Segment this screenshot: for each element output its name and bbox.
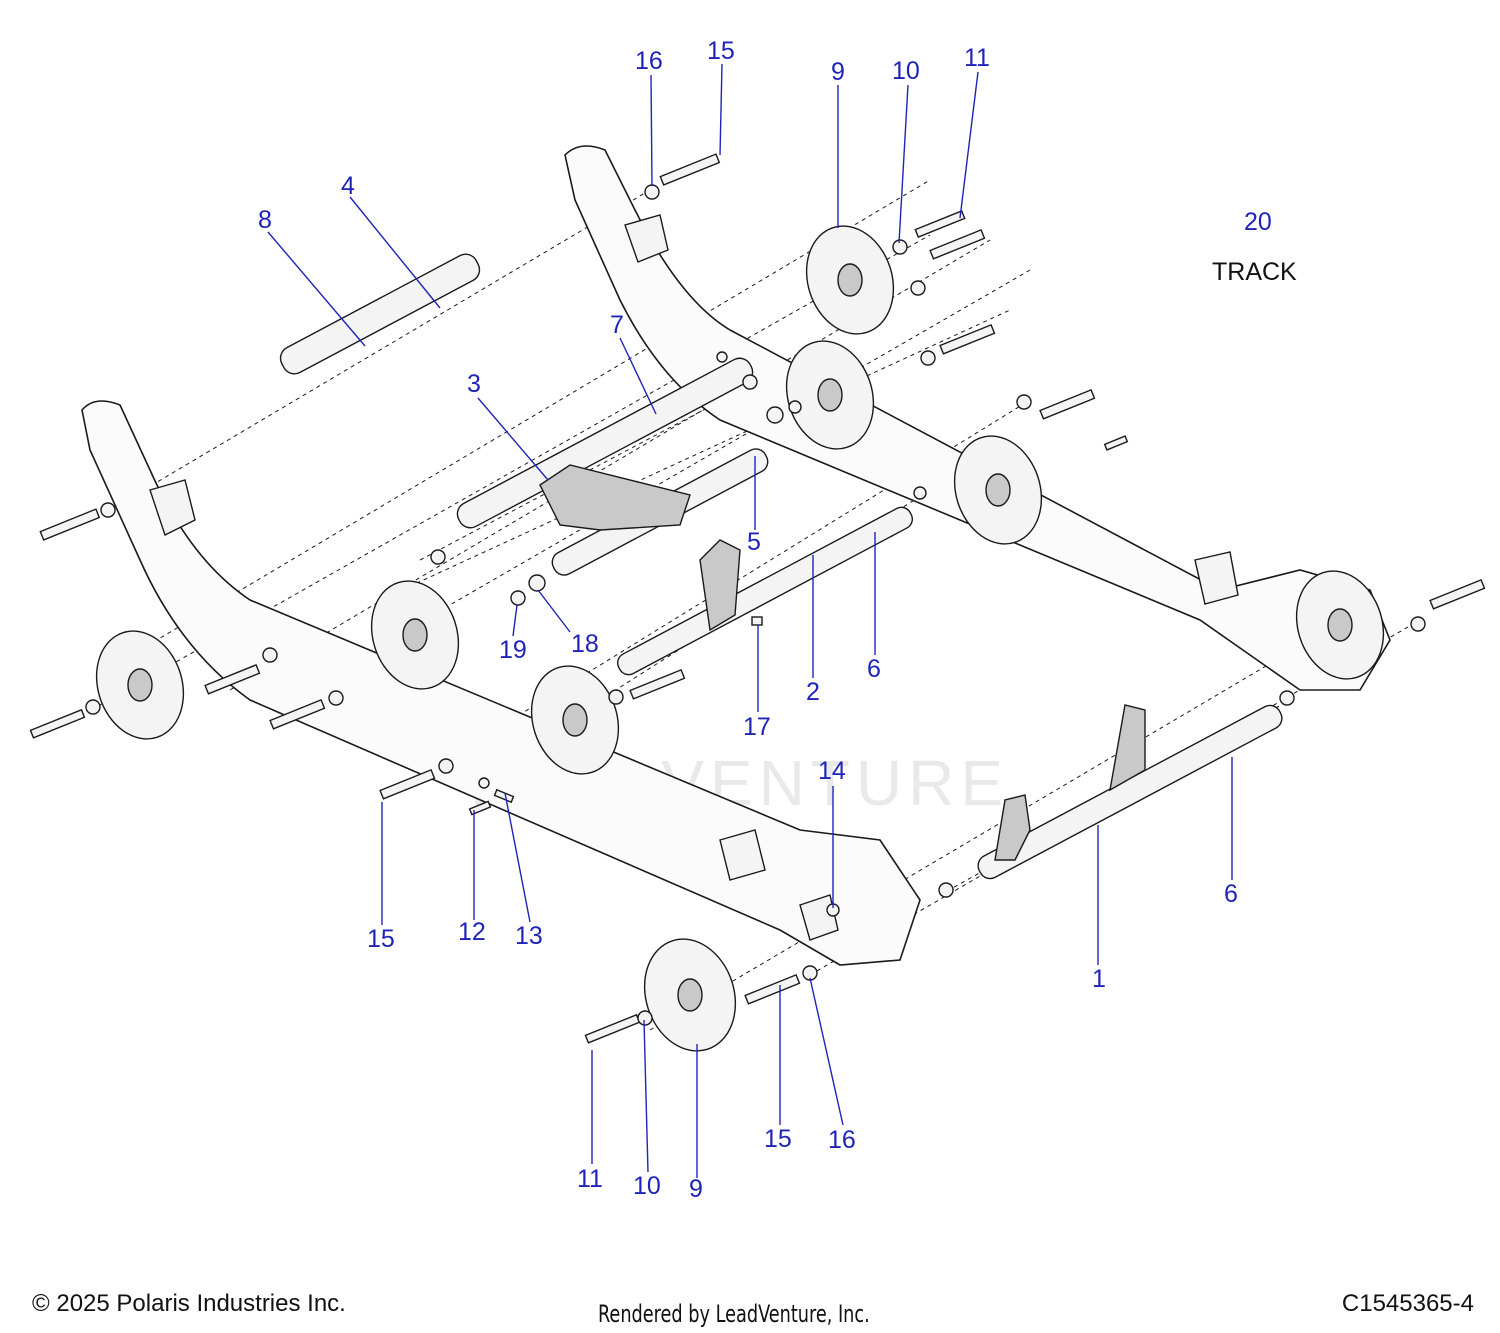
callout-7[interactable]: 7 [610, 311, 624, 339]
copyright-text: © 2025 Polaris Industries Inc. [32, 1290, 346, 1317]
drawing-number: C1545365-4 [1341, 1290, 1474, 1317]
rendered-by-text: Rendered by LeadVenture, Inc. [598, 1300, 870, 1328]
leader-lines [267, 63, 1233, 1178]
left-rail [81, 400, 921, 966]
fasteners [29, 153, 1486, 1044]
callout-labels: 1 2 3 4 5 6 6 7 8 9 9 10 10 11 11 12 13 … [258, 37, 1297, 1203]
callout-3[interactable]: 3 [467, 370, 481, 398]
callout-2[interactable]: 2 [806, 678, 820, 706]
brackets [539, 464, 1146, 861]
callout-15a[interactable]: 15 [707, 37, 735, 65]
callout-5[interactable]: 5 [747, 528, 761, 556]
callout-11a[interactable]: 11 [964, 44, 990, 72]
callout-4[interactable]: 4 [341, 172, 355, 200]
callout-19[interactable]: 19 [499, 636, 527, 664]
callout-18[interactable]: 18 [571, 630, 599, 658]
callout-15b[interactable]: 15 [367, 925, 395, 953]
idler-wheels [95, 225, 1385, 1052]
callout-12[interactable]: 12 [458, 918, 486, 946]
callout-13[interactable]: 13 [515, 922, 543, 950]
callout-16a[interactable]: 16 [635, 47, 663, 75]
callout-1[interactable]: 1 [1092, 965, 1106, 993]
callout-10b[interactable]: 10 [633, 1172, 661, 1200]
callout-20[interactable]: 20 [1244, 208, 1272, 236]
callout-10a[interactable]: 10 [892, 57, 920, 85]
callout-14[interactable]: 14 [818, 757, 846, 785]
callout-15c[interactable]: 15 [764, 1125, 792, 1153]
callout-11b[interactable]: 11 [577, 1165, 603, 1193]
track-label: TRACK [1212, 258, 1297, 286]
callout-9b[interactable]: 9 [689, 1175, 703, 1203]
callout-8[interactable]: 8 [258, 206, 272, 234]
callout-6b[interactable]: 6 [1224, 880, 1238, 908]
callout-9a[interactable]: 9 [831, 58, 845, 86]
callout-16b[interactable]: 16 [828, 1126, 856, 1154]
callout-17[interactable]: 17 [743, 713, 771, 741]
callout-6a[interactable]: 6 [867, 655, 881, 683]
